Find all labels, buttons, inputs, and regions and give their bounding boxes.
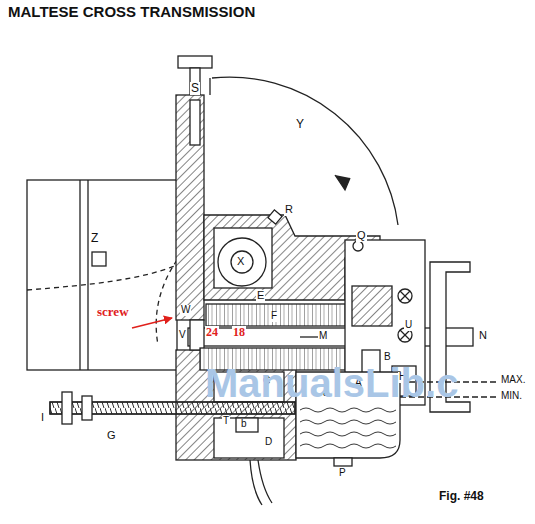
part-letter: G (106, 430, 117, 442)
part-letter: B (383, 352, 392, 363)
screw-arrow (132, 318, 172, 328)
title: MALTESE CROSS TRANSMISSION (8, 4, 255, 20)
callout-note: screw (96, 305, 130, 319)
watermark: ManualsLib.c (205, 362, 458, 404)
part-letter: T (222, 416, 230, 427)
part-letter: D (264, 437, 273, 448)
part-letter: F (270, 311, 278, 322)
callout-number: 18 (232, 326, 246, 339)
level-mark: MAX. (500, 375, 526, 386)
part-letter: W (180, 305, 191, 316)
knob (178, 56, 212, 68)
sector-arc (212, 77, 398, 225)
motor-block (27, 180, 177, 370)
part-letter: S (190, 82, 200, 95)
part-letter: N (478, 330, 488, 342)
part-letter: X (236, 256, 245, 268)
worm-gear (206, 304, 356, 326)
part-letter: M (318, 331, 328, 342)
part-letter: I (40, 412, 45, 424)
section-drawing (27, 56, 498, 505)
part-letter: E (256, 290, 265, 302)
part-letter: U (404, 320, 413, 331)
part-letter: b (240, 419, 248, 430)
housing (176, 95, 204, 320)
part-letter: V (178, 330, 187, 341)
figure-caption: Fig. #48 (438, 490, 485, 503)
level-mark: MIN. (500, 391, 523, 402)
part-letter: R (284, 204, 294, 216)
callout-number: 24 (205, 326, 219, 339)
part-letter: P (338, 468, 347, 479)
part-letter: Y (295, 118, 305, 131)
part-letter: Z (90, 232, 99, 245)
part-letter: Q (356, 230, 367, 242)
